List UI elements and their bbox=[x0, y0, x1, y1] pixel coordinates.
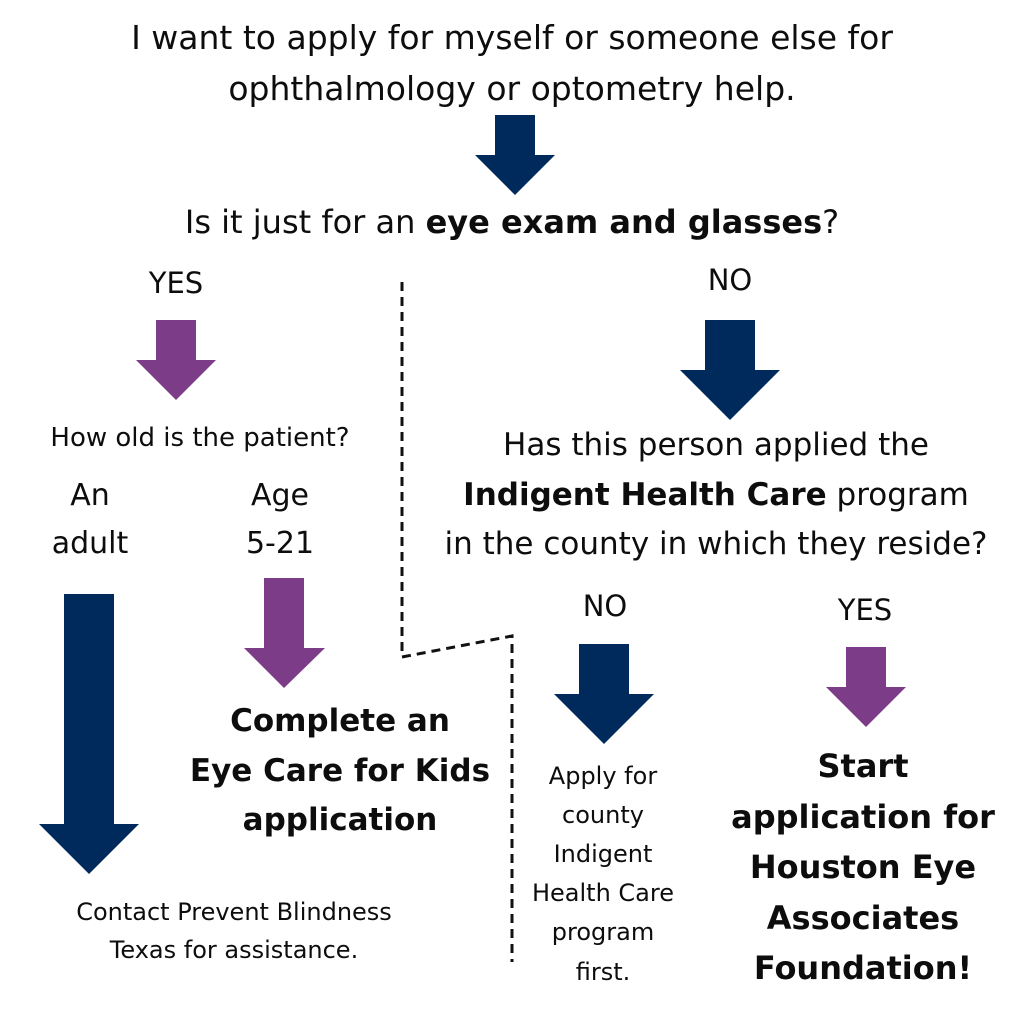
result-prevent-blindness: Contact Prevent Blindness Texas for assi… bbox=[10, 893, 458, 970]
question-indigent-line: Indigent Health Care program bbox=[405, 471, 1024, 521]
result-county-line: county bbox=[562, 801, 644, 830]
result-houston-line: Start bbox=[817, 747, 909, 785]
question-eye-exam-suffix: ? bbox=[822, 203, 840, 241]
result-eye-care-for-kids: Complete an Eye Care for Kids applicatio… bbox=[170, 697, 510, 846]
result-county-line: first. bbox=[575, 957, 631, 986]
result-houston-line: application for bbox=[731, 797, 995, 836]
question-eye-exam-prefix: Is it just for an bbox=[184, 203, 426, 241]
result-prevent-blindness-line: Texas for assistance. bbox=[109, 936, 359, 965]
label-yes-eye-exam: YES bbox=[148, 266, 204, 300]
result-county-line: Indigent bbox=[553, 840, 653, 869]
option-adult-line: An bbox=[70, 478, 110, 513]
arrow-yes-to-age bbox=[136, 320, 216, 400]
arrow-yes-to-start-application bbox=[826, 647, 906, 727]
dashed-divider bbox=[400, 282, 514, 962]
arrow-no-to-apply-county bbox=[554, 644, 654, 744]
result-eye-care-line: Eye Care for Kids bbox=[189, 752, 491, 789]
result-prevent-blindness-line: Contact Prevent Blindness bbox=[76, 898, 392, 926]
option-kids-line: Age bbox=[250, 478, 310, 513]
question-indigent-rest: program bbox=[826, 476, 969, 513]
result-county-line: Health Care bbox=[531, 879, 674, 908]
option-adult: An adult bbox=[20, 472, 160, 568]
result-county-line: program bbox=[551, 918, 655, 947]
question-indigent-bold: Indigent Health Care bbox=[463, 476, 827, 513]
option-adult-line: adult bbox=[51, 526, 129, 561]
result-county-line: Apply for bbox=[548, 762, 658, 790]
result-houston-eye-associates: Start application for Houston Eye Associ… bbox=[712, 741, 1014, 994]
arrow-title-to-question bbox=[475, 115, 555, 195]
result-houston-line: Houston Eye bbox=[749, 848, 977, 887]
arrow-no-to-indigent-question bbox=[680, 320, 780, 420]
result-eye-care-line: application bbox=[242, 802, 438, 839]
label-no-indigent: NO bbox=[582, 589, 628, 623]
arrow-kids-to-eye-care bbox=[244, 578, 325, 688]
option-age-5-21: Age 5-21 bbox=[210, 472, 350, 568]
arrow-adult-to-prevent-blindness bbox=[39, 594, 139, 874]
question-patient-age: How old is the patient? bbox=[50, 423, 350, 453]
result-houston-line: Associates bbox=[766, 898, 960, 937]
question-eye-exam-bold: eye exam and glasses bbox=[425, 203, 823, 241]
label-yes-indigent: YES bbox=[837, 593, 893, 627]
result-apply-county-indigent: Apply for county Indigent Health Care pr… bbox=[508, 757, 698, 992]
page-title-line: I want to apply for myself or someone el… bbox=[131, 18, 893, 57]
result-houston-line: Foundation! bbox=[753, 949, 973, 988]
question-indigent-line: Has this person applied the bbox=[503, 427, 929, 463]
page-title-line: ophthalmology or optometry help. bbox=[228, 69, 796, 109]
option-kids-line: 5-21 bbox=[245, 526, 315, 561]
question-indigent-line: in the county in which they reside? bbox=[444, 526, 988, 563]
question-indigent-health-care: Has this person applied the Indigent Hea… bbox=[405, 421, 1024, 570]
result-eye-care-line: Complete an bbox=[230, 703, 450, 739]
page-title: I want to apply for myself or someone el… bbox=[12, 12, 1012, 114]
question-eye-exam: Is it just for an eye exam and glasses? bbox=[12, 203, 1012, 241]
label-no-eye-exam: NO bbox=[707, 263, 753, 297]
